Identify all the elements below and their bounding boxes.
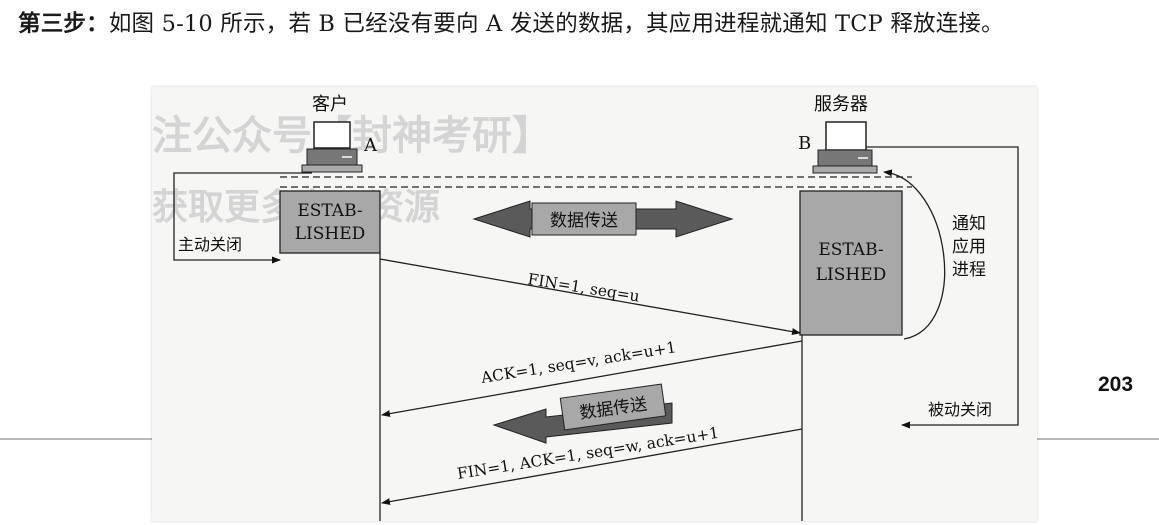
- server-established-box: [799, 190, 903, 336]
- server-computer-icon: [812, 121, 878, 174]
- paragraph-text: 如图 5-10 所示，若 B 已经没有要向 A 发送的数据，其应用进程就通知 T…: [108, 11, 1004, 37]
- paragraph: 第三步：如图 5-10 所示，若 B 已经没有要向 A 发送的数据，其应用进程就…: [18, 6, 1143, 43]
- step-heading: 第三步：: [18, 11, 109, 37]
- server-state-line-2: LISHED: [816, 265, 887, 285]
- ack-arrow: [381, 340, 803, 418]
- tcp-release-diagram: 注公众号【封神考研】 获取更多考研资源 客户 A 服务器 B ESTAB- LI…: [152, 94, 1019, 521]
- figure-frame: 注公众号【封神考研】 获取更多考研资源 客户 A 服务器 B ESTAB- LI…: [152, 87, 1037, 521]
- active-close-arrow: [173, 172, 312, 264]
- passive-close-bracket: [866, 146, 1019, 429]
- data-transfer-left-arrow: [492, 383, 673, 444]
- notify-line-3: 进程: [952, 260, 986, 280]
- client-letter: A: [363, 135, 378, 156]
- notify-line-2: 应用: [952, 237, 986, 257]
- notify-line-1: 通知: [952, 214, 986, 234]
- fin1-arrow: [379, 258, 801, 336]
- data-transfer-double-arrow: [472, 200, 734, 238]
- client-established-box: [279, 190, 381, 254]
- client-state-line-2: LISHED: [295, 224, 366, 244]
- client-label: 客户: [312, 94, 348, 115]
- notify-app-arrow: [883, 169, 946, 340]
- server-letter: B: [798, 133, 811, 154]
- client-state-line-1: ESTAB-: [297, 201, 362, 221]
- passive-close-label: 被动关闭: [928, 400, 992, 419]
- fin2-arrow: [381, 428, 803, 506]
- active-close-label: 主动关闭: [178, 235, 242, 254]
- fin1-label: FIN=1, seq=u: [526, 270, 641, 305]
- server-state-line-1: ESTAB-: [818, 240, 883, 260]
- data-transfer-label: 数据传送: [550, 211, 618, 231]
- client-computer-icon: [301, 121, 363, 173]
- server-label: 服务器: [814, 94, 868, 115]
- page-number: 203: [1098, 373, 1134, 396]
